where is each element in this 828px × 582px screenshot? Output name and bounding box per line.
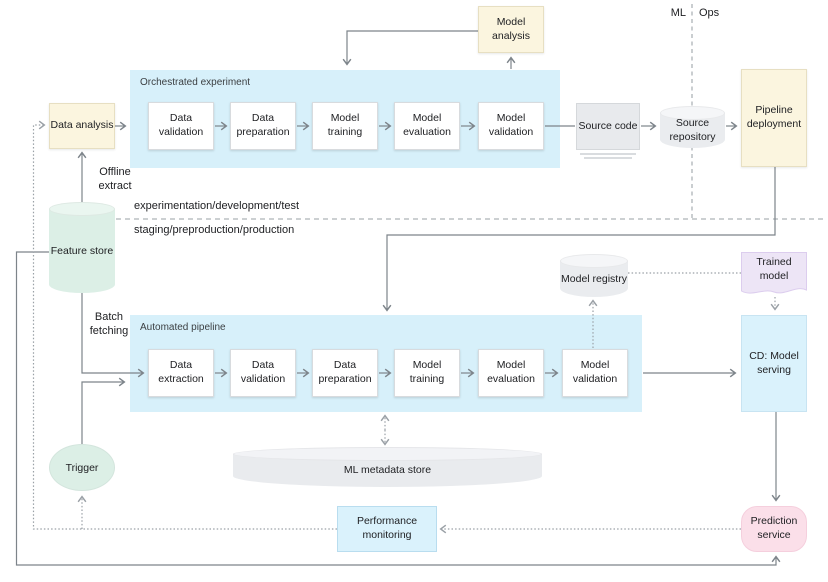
offline-extract-edge-label: Offline extract [98,166,132,192]
ops-label: Ops [699,7,720,19]
edge-model-analysis-to-model-training [342,30,478,66]
auto-step-data-extraction: Data extraction [148,349,214,397]
exp-step-model-validation: Model validation [478,102,544,150]
exp-step-model-evaluation: Model evaluation [394,102,460,150]
trained-model-node: Trained model [741,252,807,298]
document-shape [741,252,807,294]
trigger-node: Trigger [49,444,115,491]
auto-step-label: Data validation [240,359,286,385]
performance-monitoring-node: Performance monitoring [337,506,437,552]
orchestrated-experiment-label: Orchestrated experiment [140,77,251,88]
prediction-service-node: Prediction service [741,506,807,552]
auto-step-label: Data preparation [318,359,372,385]
exp-step-label: Model training [327,112,363,138]
auto-step-model-validation: Model validation [562,349,628,397]
model-analysis-node: Model analysis [478,6,544,53]
trained-model-label: Trained model [756,256,792,282]
edge-batch-fetching [81,293,145,378]
batch-fetching-edge-label: Batch fetching [89,311,129,337]
cylinder-top [660,106,725,120]
cylinder-top [233,447,542,461]
auto-step-data-preparation: Data preparation [312,349,378,397]
pipeline-deployment-label: Pipeline deployment [746,104,802,130]
model-analysis-label: Model analysis [492,15,530,42]
cd-model-serving-label: CD: Model serving [749,349,799,376]
exp-step-data-validation: Data validation [148,102,214,150]
cylinder-body [49,209,115,293]
model-registry-cylinder: Model registry [560,254,628,297]
edge-trigger-to-pipeline [81,377,126,444]
feature-store-cylinder: Feature store [49,202,115,293]
auto-step-label: Model validation [572,359,618,385]
auto-step-data-validation: Data validation [230,349,296,397]
data-analysis-label: Data analysis [50,119,114,132]
ml-label: ML [670,7,686,19]
model-registry-label: Model registry [561,272,627,285]
data-analysis-node: Data analysis [49,103,115,149]
pipeline-deployment-node: Pipeline deployment [741,69,807,167]
ml-metadata-store-cylinder: ML metadata store [233,447,542,487]
exp-step-data-preparation: Data preparation [230,102,296,150]
performance-monitoring-label: Performance monitoring [356,515,418,541]
automated-pipeline-label: Automated pipeline [140,322,226,333]
auto-step-label: Data extraction [158,359,204,385]
exp-step-label: Data preparation [236,112,290,138]
lane-label-experimentation: experimentation/development/test [134,200,300,212]
edge-pipeline-deployment-to-automated [382,167,776,312]
exp-step-model-training: Model training [312,102,378,150]
exp-step-label: Model validation [488,112,534,138]
lane-label-staging: staging/preproduction/production [134,224,295,236]
auto-step-model-evaluation: Model evaluation [478,349,544,397]
automated-pipeline-container: Automated pipeline [130,315,642,412]
feature-store-label: Feature store [50,244,114,257]
source-code-stack-line [580,153,636,155]
edge-feature-store-to-prediction-loop [15,251,781,566]
source-repository-label: Source repository [669,117,716,143]
ml-metadata-store-label: ML metadata store [343,464,432,477]
auto-step-model-training: Model training [394,349,460,397]
source-code-label: Source code [578,119,638,132]
prediction-service-label: Prediction service [750,515,798,541]
cylinder-top [49,202,115,216]
source-repository-cylinder: Source repository [660,106,725,148]
edge-feedback-to-data-analysis [32,120,337,530]
source-code-node: Source code [576,103,640,150]
auto-step-label: Model training [409,359,445,385]
exp-step-label: Data validation [158,112,204,138]
cylinder-top [560,254,628,268]
exp-step-label: Model evaluation [403,112,451,138]
source-code-stack-line [584,157,632,159]
cd-model-serving-node: CD: Model serving [741,315,807,412]
auto-step-label: Model evaluation [487,359,535,385]
trigger-label: Trigger [65,461,99,474]
